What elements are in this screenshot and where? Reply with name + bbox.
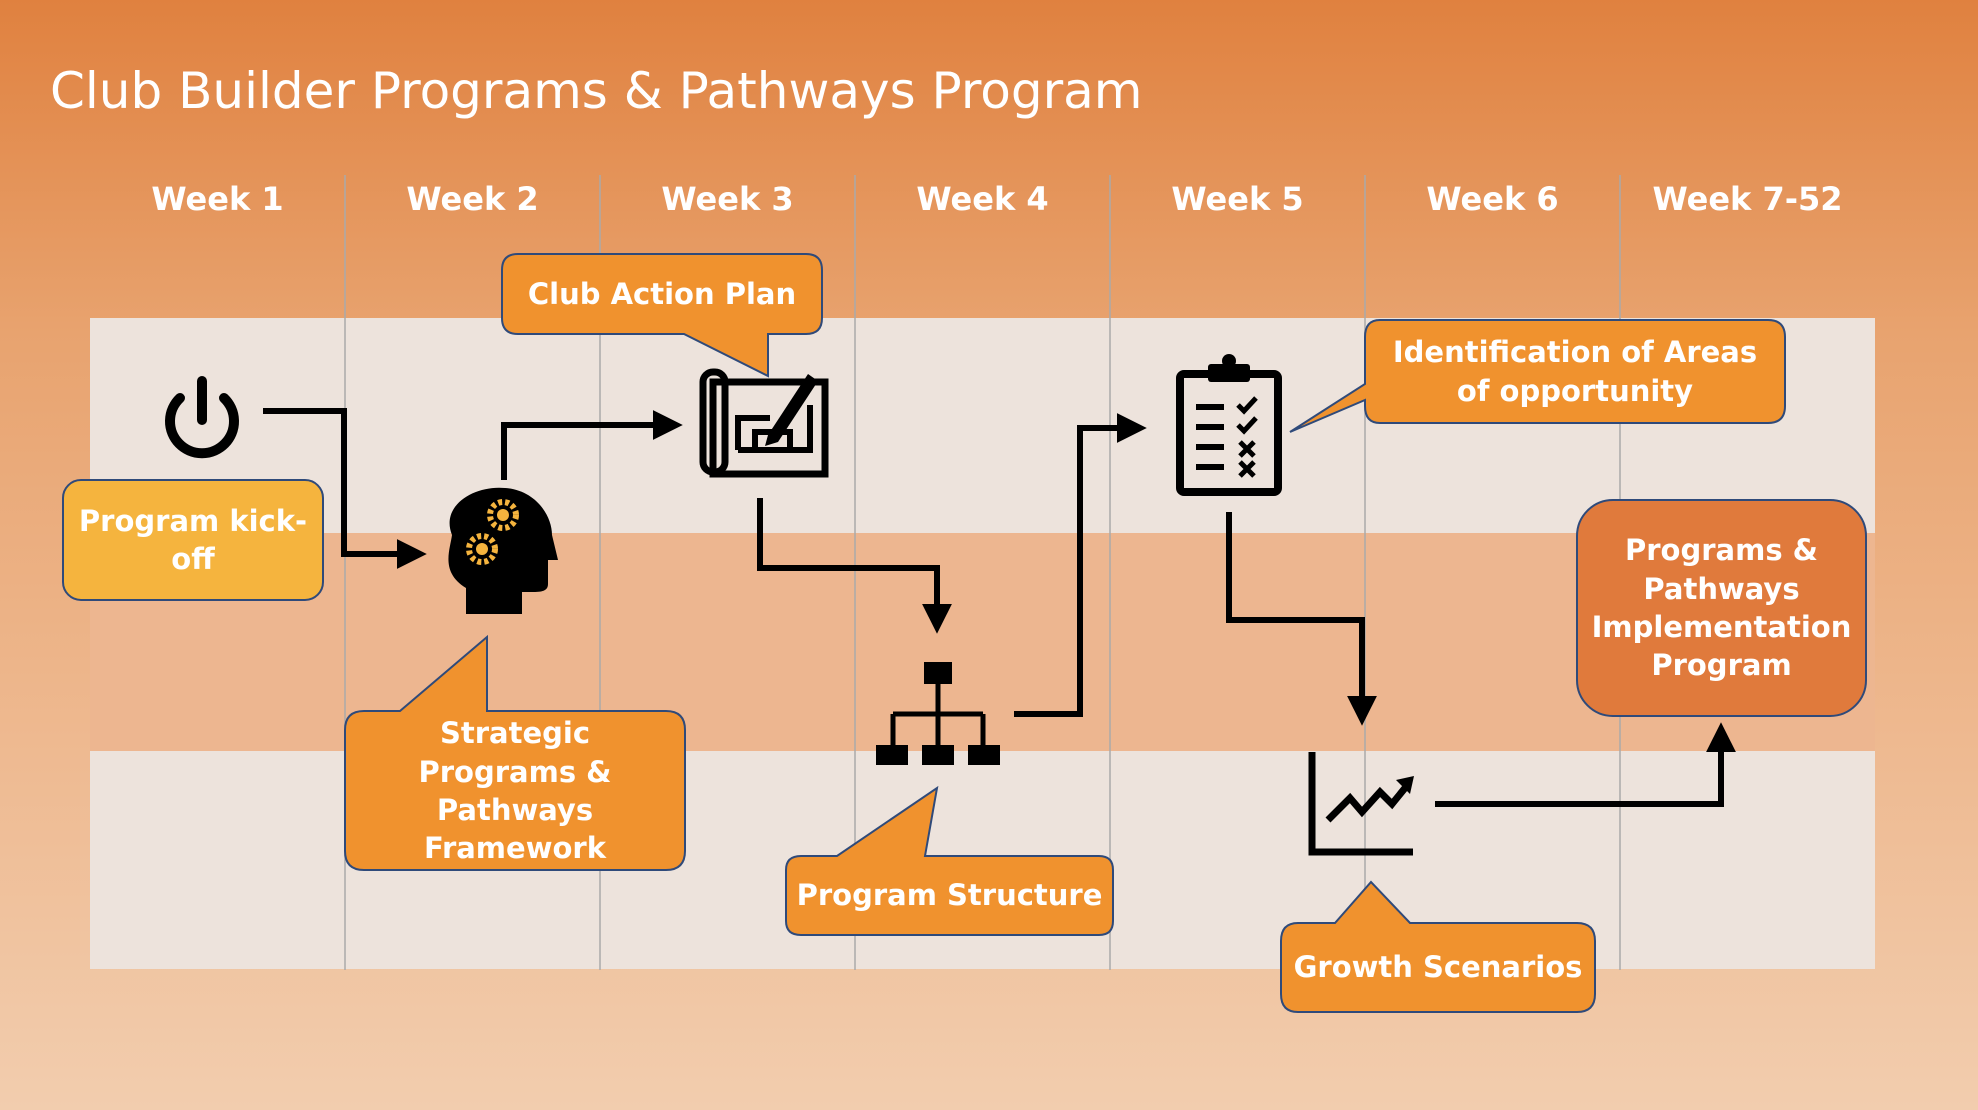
- connector-action-plan-to-structure: [757, 498, 952, 634]
- opportunity-label: Identification of Areas of opportunity: [1392, 335, 1758, 408]
- connector-kickoff-to-framework: [263, 408, 427, 569]
- week-6-header: Week 6: [1426, 180, 1559, 218]
- org-chart-icon: [876, 662, 1000, 765]
- power-icon: [165, 376, 239, 459]
- connector-framework-to-action-plan: [501, 410, 683, 480]
- week-1-header: Week 1: [151, 180, 284, 218]
- column-divider: [854, 175, 856, 970]
- callout-action-plan: [501, 253, 823, 378]
- structure-label: Program Structure: [796, 877, 1103, 912]
- action-plan-label: Club Action Plan: [527, 276, 797, 311]
- column-divider: [344, 175, 346, 970]
- growth-chart-icon: [1308, 752, 1414, 856]
- growth-label: Growth Scenarios: [1293, 950, 1583, 985]
- column-divider: [1364, 175, 1366, 970]
- callout-framework: [344, 634, 686, 871]
- column-divider: [1109, 175, 1111, 970]
- week-2-header: Week 2: [406, 180, 539, 218]
- checklist-icon: [1176, 354, 1282, 496]
- callout-opportunity: [1289, 319, 1786, 433]
- connector-opportunity-to-growth: [1226, 512, 1377, 726]
- callout-implementation: [1576, 499, 1867, 717]
- implementation-label: Programs & Pathways Implementation Progr…: [1591, 533, 1852, 683]
- framework-label: Strategic Programs & Pathways Framework: [418, 716, 612, 866]
- head-gears-icon: [448, 487, 558, 614]
- week-3-header: Week 3: [661, 180, 794, 218]
- callout-growth: [1280, 880, 1596, 1013]
- connector-growth-to-implementation: [1435, 722, 1736, 807]
- callout-structure: [785, 785, 1114, 936]
- week-5-header: Week 5: [1171, 180, 1304, 218]
- kickoff-label: Program kick-off: [78, 503, 308, 576]
- callout-kickoff: [62, 479, 324, 601]
- connector-structure-to-opportunity: [1014, 413, 1147, 717]
- slide-title: Club Builder Programs & Pathways Program: [50, 62, 1143, 120]
- column-divider: [599, 175, 601, 970]
- week-4-header: Week 4: [916, 180, 1049, 218]
- week-7-52-header: Week 7-52: [1652, 180, 1843, 218]
- blueprint-icon: [699, 368, 829, 478]
